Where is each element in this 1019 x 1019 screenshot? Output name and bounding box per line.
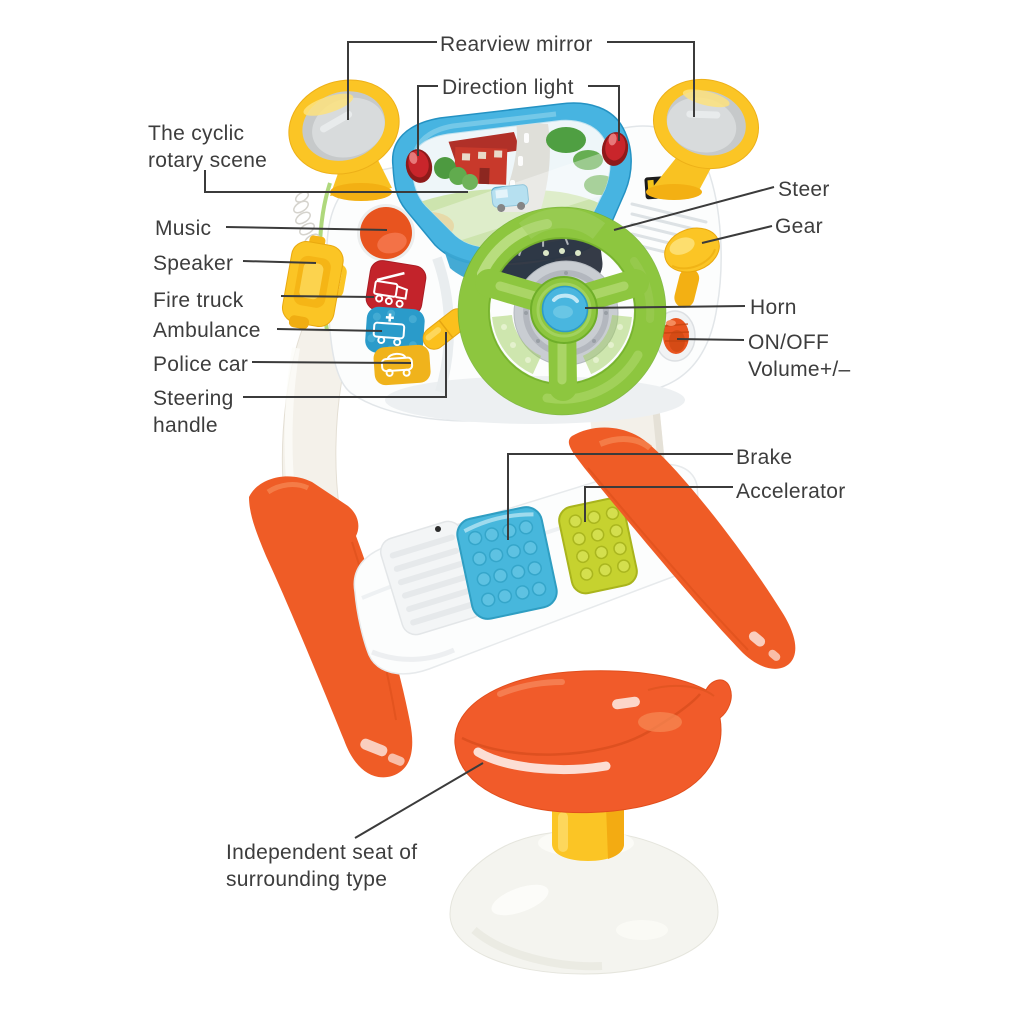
label-horn: Horn [750, 296, 797, 319]
rearview-mirror-left [288, 79, 400, 201]
gear-lever [664, 227, 720, 308]
leader-fire-truck [280, 295, 375, 298]
steering-handle-lever [422, 308, 470, 350]
steering-wheel [457, 206, 667, 416]
stool-base-glare2 [616, 920, 668, 940]
left-leg-glare2 [387, 753, 405, 766]
platform-dot [435, 526, 441, 532]
leader-cyclic-scene [204, 170, 468, 193]
accelerator-pedal [558, 497, 638, 595]
leader-horn [584, 305, 746, 309]
ambulance-button [365, 306, 425, 356]
music-button [357, 204, 415, 262]
left-orange-leg [249, 476, 413, 778]
leader-seat [354, 762, 484, 839]
web-dots [501, 248, 623, 363]
seat-glare3 [638, 712, 682, 732]
leader-ambulance [276, 328, 383, 332]
label-accelerator: Accelerator [736, 480, 846, 503]
left-leg-shell [249, 476, 413, 778]
label-brake: Brake [736, 446, 793, 469]
right-leg-glare1 [598, 436, 652, 451]
horn-glare2 [553, 305, 573, 319]
police-car-icon [380, 352, 414, 377]
right-leg-shade [587, 467, 749, 651]
label-speaker: Speaker [153, 252, 234, 275]
right-leg-glare3 [768, 649, 781, 661]
leader-direction-left [417, 85, 438, 156]
leader-gear [701, 225, 773, 244]
label-police-car: Police car [153, 353, 249, 376]
scene-car [491, 184, 529, 212]
seat-lip-line [647, 685, 715, 697]
leader-steering-handle [243, 332, 447, 398]
stool-stem [552, 806, 624, 861]
right-leg-glare2 [748, 631, 766, 647]
ambulance-icon [372, 313, 406, 347]
stool-stem-glare [558, 812, 568, 852]
direction-light-right [601, 132, 629, 166]
left-leg-glare1 [360, 738, 388, 757]
seat-glare1 [473, 747, 611, 774]
platform-shade [371, 647, 456, 662]
label-rearview-mirror: Rearview mirror [440, 33, 593, 56]
speaker [281, 191, 347, 330]
leader-speaker [242, 260, 317, 264]
rearview-mirror-right [646, 78, 760, 200]
leader-accelerator [584, 486, 733, 522]
direction-light-left [405, 149, 433, 183]
stool-seat [454, 670, 732, 814]
stool [449, 670, 732, 975]
fire-truck-icon [373, 271, 408, 308]
seat-glare4 [612, 696, 640, 710]
vehicle-buttons [365, 260, 431, 386]
leader-brake [507, 453, 733, 540]
leader-direction-right [588, 85, 620, 141]
left-leg-glare3 [266, 482, 310, 495]
brake-pedal [456, 506, 558, 620]
label-fire-truck: Fire truck [153, 289, 244, 312]
pedal-platform [353, 463, 702, 675]
right-mirror-stem-base [646, 184, 702, 200]
platform-grille [379, 520, 485, 636]
leader-on-off [676, 338, 745, 341]
hub-ring [536, 282, 592, 338]
stool-stem-shade [606, 806, 624, 859]
rotary-scene [411, 122, 611, 248]
label-gear: Gear [775, 215, 823, 238]
speaker-body [281, 235, 347, 330]
leader-rearview-left [347, 41, 437, 120]
leader-police-car [251, 361, 412, 364]
police-car-button [373, 344, 431, 386]
seat-glare2 [497, 679, 565, 697]
stool-base-shade [471, 926, 603, 971]
dashboard [281, 78, 760, 424]
label-music: Music [155, 217, 212, 240]
seat-crease [461, 693, 701, 756]
leader-rearview-right [607, 41, 695, 117]
leader-steer [613, 186, 775, 231]
stool-base-glare1 [491, 884, 549, 916]
glass-glare [430, 150, 611, 247]
horn-glare [552, 293, 579, 303]
label-steer: Steer [778, 178, 830, 201]
label-ambulance: Ambulance [153, 319, 261, 342]
leader-lines [204, 41, 775, 839]
leader-music [225, 226, 388, 231]
label-direction-light: Direction light [442, 76, 574, 99]
